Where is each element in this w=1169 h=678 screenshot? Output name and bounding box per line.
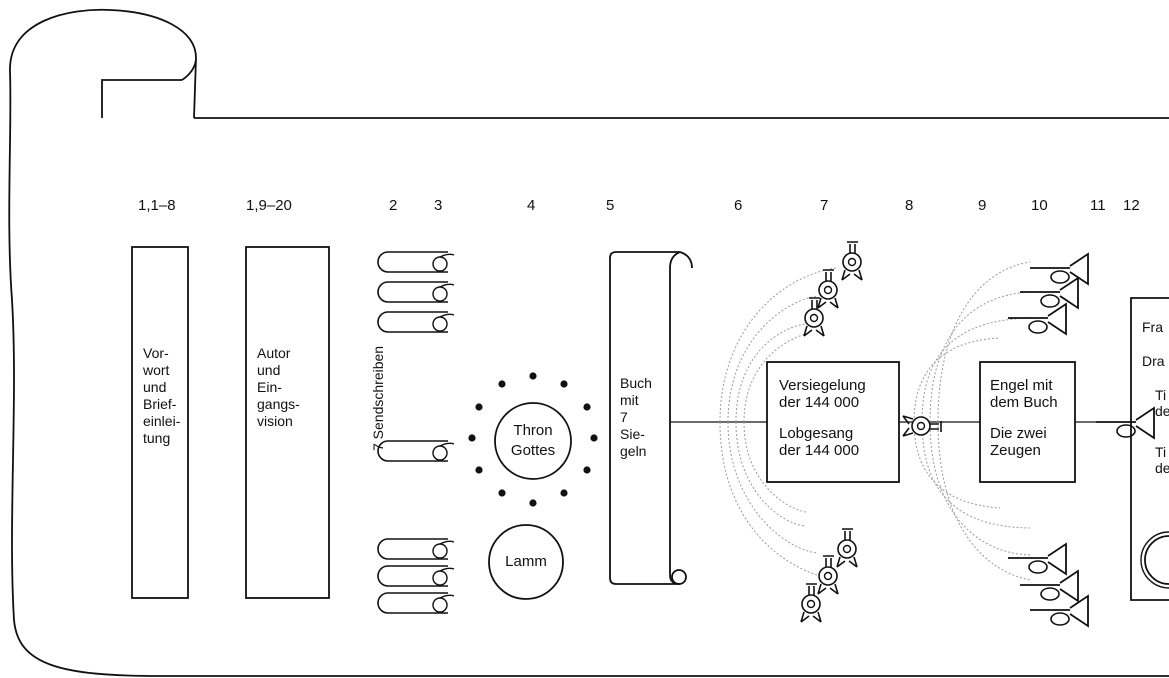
chapter-6: 5 [606,197,615,214]
chapter-1: 1,1–8 [138,197,176,214]
chapter-13: 12 [1123,197,1140,214]
chapter-5: 4 [527,197,536,214]
seven-letters [377,251,455,614]
cut-text-4: de [1155,403,1169,419]
chapter-11: 10 [1031,197,1048,214]
lamb-circle [488,524,564,600]
box-vorwort [131,246,189,599]
throne-of-god [468,372,598,507]
seal-arcs [719,261,1031,581]
chapter-3: 2 [389,197,398,214]
chapter-9: 8 [905,197,914,214]
vorwort-text: Vor- wort und Brief- einlei- tung [143,345,181,446]
chapter-7: 6 [734,197,743,214]
scroll-outline [8,8,1169,677]
cut-text-6: de [1155,460,1169,476]
cut-text-1: Fra [1142,319,1163,335]
throne-label: Thron Gottes [510,422,556,459]
chapter-4: 3 [434,197,443,214]
cut-text-5: Ti [1155,444,1167,460]
box-autor [245,246,330,599]
box-cut [1130,297,1169,601]
cut-text-2: Dra [1142,353,1165,369]
cut-text-3: Ti [1155,387,1167,403]
chapter-2: 1,9–20 [246,197,292,214]
autor-text: Autor und Ein- gangs- vision [257,345,300,429]
chapter-12: 11 [1090,197,1106,214]
engel-text: Engel mit dem Buch Die zwei Zeugen [990,377,1058,459]
seventh-seal-icon [902,415,942,437]
lamb-label: Lamm [505,553,547,570]
chapter-8: 7 [820,197,829,214]
versiegelung-text: Versiegelung der 144 000 Lobgesang der 1… [779,377,866,459]
box-engel [979,361,1076,483]
book-with-seven-seals [609,251,693,585]
cut-circle [1144,535,1169,585]
chapter-10: 9 [978,197,987,214]
buch-text: Buch mit 7 Sie- geln [620,375,652,459]
